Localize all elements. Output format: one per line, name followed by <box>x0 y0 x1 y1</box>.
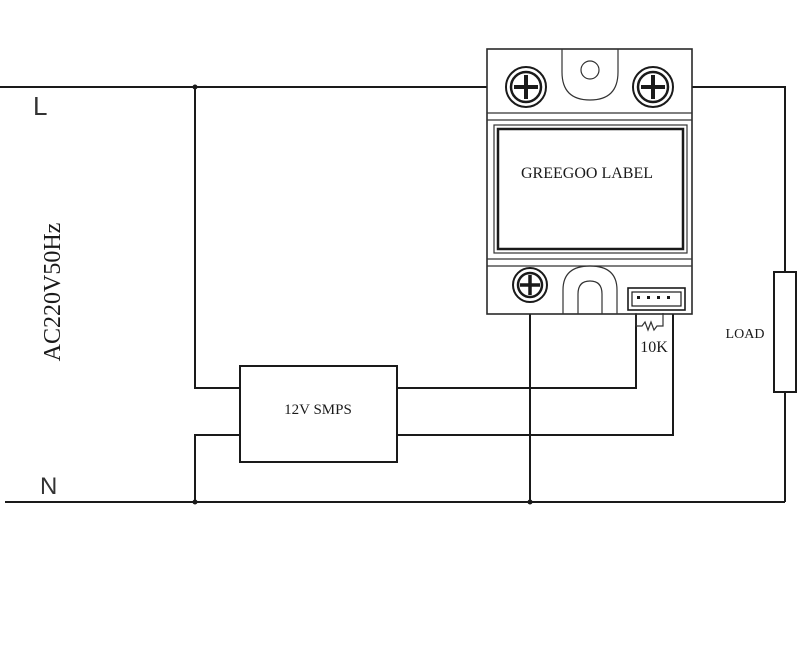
wire-L-to-smps <box>194 87 240 389</box>
wires <box>0 84 786 505</box>
mounting-hole-icon <box>561 49 619 101</box>
load-block: LOAD <box>726 271 797 393</box>
junction-dot <box>192 499 198 505</box>
junction-dot <box>192 84 198 90</box>
phillips-screw-icon <box>512 267 548 303</box>
mounting-hole-icon <box>580 60 600 80</box>
connector-pins <box>637 296 670 299</box>
load-box <box>773 271 797 393</box>
smps-box <box>239 365 398 463</box>
junction-dot <box>527 499 533 505</box>
solid-state-relay: GREEGOO LABEL <box>486 48 693 332</box>
neutral-label-N: N <box>40 473 57 500</box>
phillips-screw-icon <box>632 66 674 108</box>
phillips-screw-icon <box>505 66 547 108</box>
smps-block: 12V SMPS <box>239 365 398 463</box>
resistor-10k <box>635 313 664 332</box>
wire-N-to-smps <box>194 434 240 502</box>
relay-label-window <box>496 127 685 251</box>
load-label: LOAD <box>726 327 765 342</box>
wire-smps-out-2 <box>397 313 674 436</box>
smps-label: 12V SMPS <box>284 402 352 418</box>
wire-relay-to-load <box>650 86 786 272</box>
wire-smps-out-1 <box>397 313 637 389</box>
relay-label-text: GREEGOO LABEL <box>521 165 653 182</box>
line-label-L: L <box>33 91 47 121</box>
resistor-label: 10K <box>640 339 668 356</box>
mounting-slot-icon <box>562 265 618 314</box>
supply-label: AC220V50Hz <box>40 223 66 362</box>
relay-label-frame <box>493 124 688 254</box>
